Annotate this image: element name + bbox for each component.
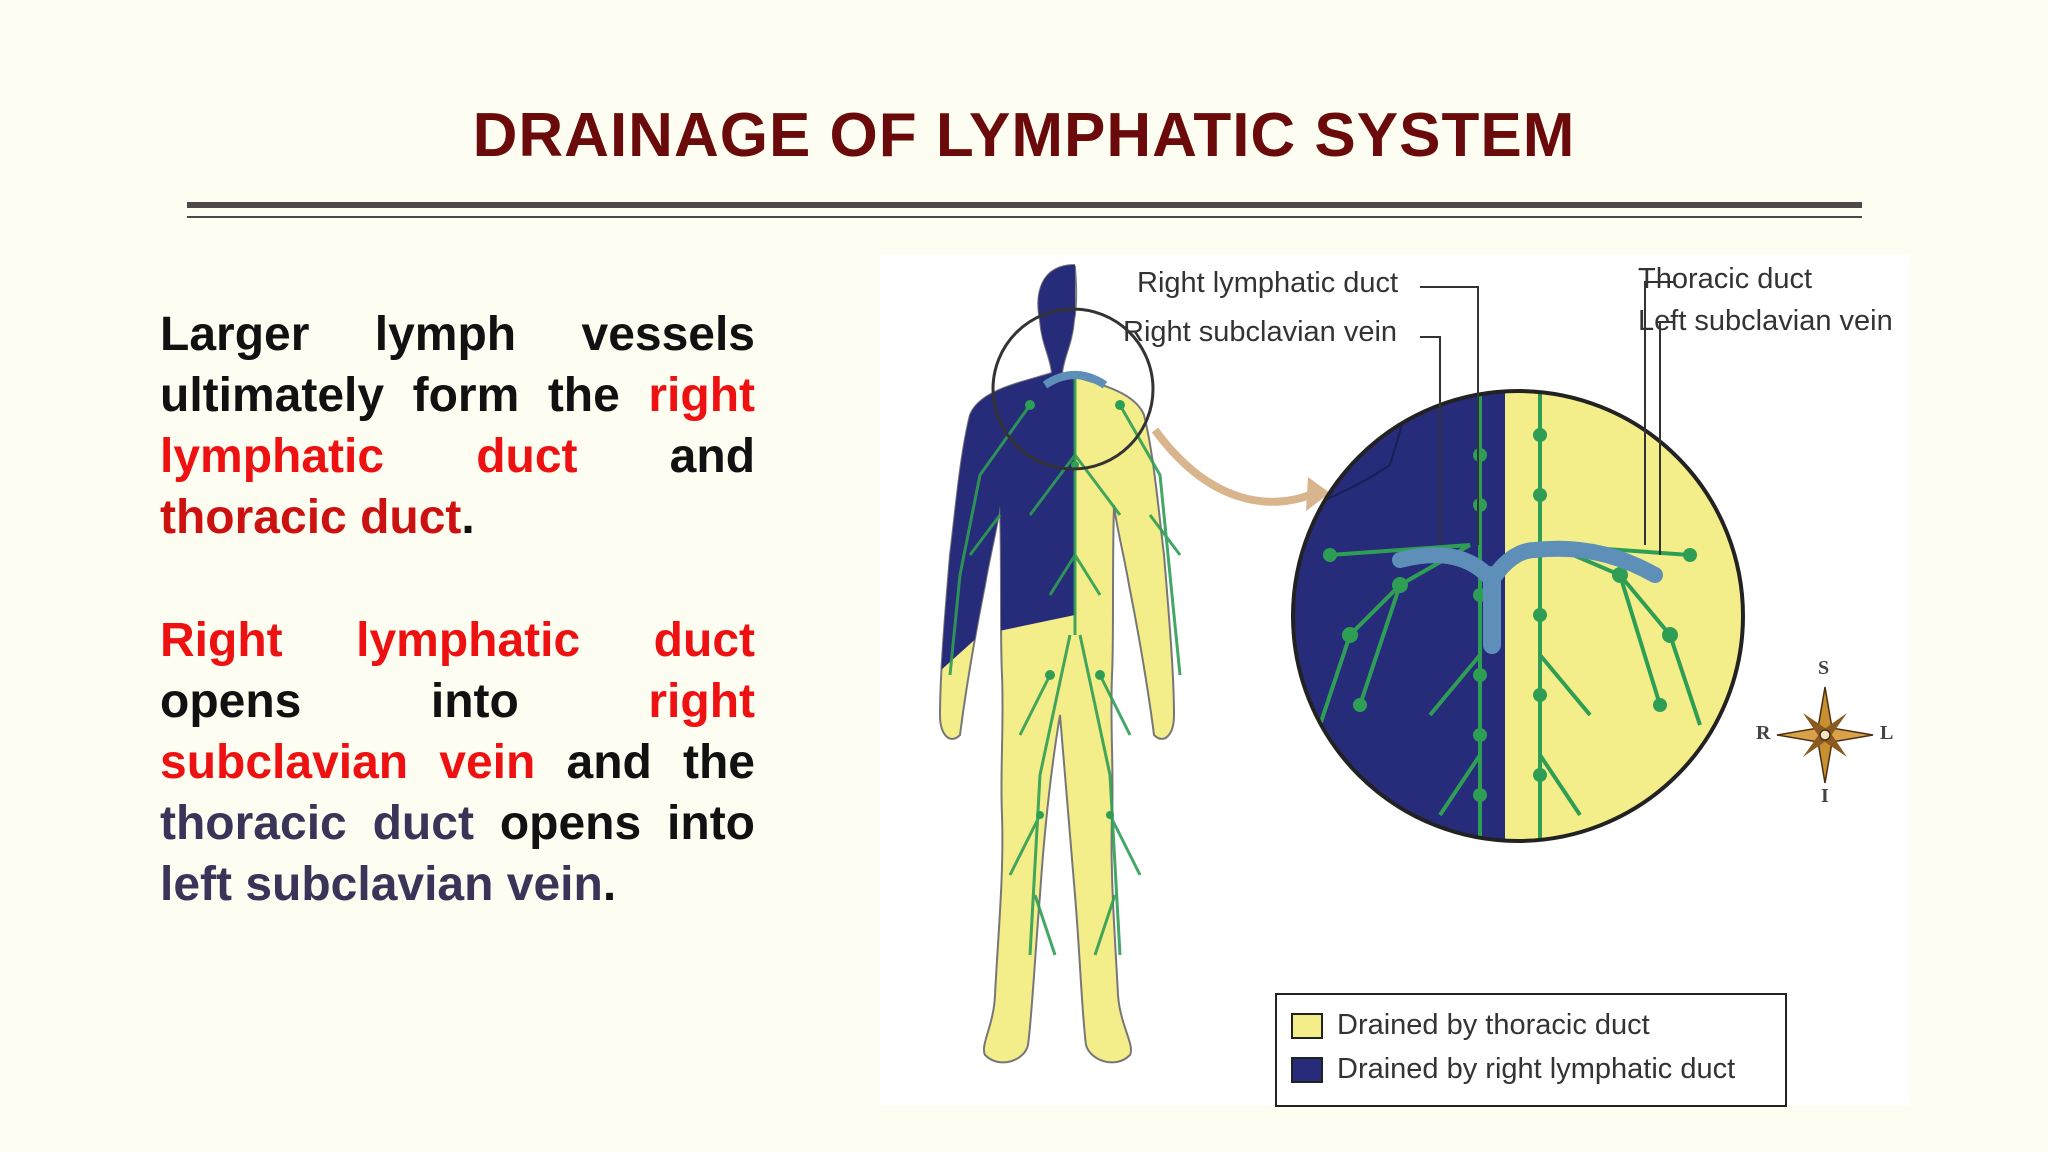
text-span: Larger lymph vessels ultimately form the	[160, 308, 755, 422]
magnified-view	[1291, 389, 1745, 843]
figure-legend: Drained by thoracic duct Drained by righ…	[1275, 993, 1787, 1107]
highlight-thoracic-duct: thoracic duct	[160, 797, 474, 850]
label-thoracic-duct: Thoracic duct	[1638, 263, 1813, 295]
label-right-lymphatic-duct: Right lymphatic duct	[1137, 267, 1399, 299]
compass-label-right: R	[1756, 722, 1771, 744]
title-divider-thin	[187, 216, 1862, 218]
text-span: .	[461, 491, 475, 544]
legend-label: Drained by thoracic duct	[1337, 1009, 1650, 1041]
slide-title: DRAINAGE OF LYMPHATIC SYSTEM	[472, 101, 1576, 170]
highlight-right-lymphatic-duct: Right lymphatic duct	[160, 614, 755, 667]
text-span: .	[602, 858, 617, 911]
highlight-thoracic-duct: thoracic duct	[160, 491, 462, 544]
lymphatic-drainage-figure: Right lymphatic duct Right subclavian ve…	[880, 255, 1910, 1107]
text-span: and the	[535, 736, 755, 789]
label-left-subclavian-vein: Left subclavian vein	[1638, 305, 1893, 337]
text-span: opens into	[160, 675, 649, 728]
paragraph-ducts: Larger lymph vessels ultimately form the…	[160, 304, 755, 548]
body-silhouette	[938, 264, 1182, 1064]
text-span: and	[577, 430, 756, 483]
zoom-arrow	[1151, 427, 1312, 506]
lymphatic-illustration	[938, 264, 1874, 1064]
highlight-left-subclavian-vein: left subclavian vein	[160, 858, 603, 911]
zoom-source-circle	[991, 307, 1155, 471]
legend-swatch-yellow	[1291, 1013, 1323, 1040]
compass-label-inferior: I	[1821, 785, 1829, 807]
legend-item-thoracic: Drained by thoracic duct	[1291, 1009, 1650, 1042]
legend-swatch-navy	[1291, 1057, 1323, 1084]
label-right-subclavian-vein: Right subclavian vein	[1123, 316, 1398, 348]
paragraph-openings: Right lymphatic duct opens into right su…	[160, 610, 755, 915]
legend-item-right-lymphatic: Drained by right lymphatic duct	[1291, 1053, 1735, 1086]
highlight-right-lymphatic-duct: right lymphatic duct	[160, 369, 755, 483]
body-text: Larger lymph vessels ultimately form the…	[160, 304, 755, 977]
compass-rose-icon	[1776, 686, 1874, 784]
compass-label-left: L	[1880, 722, 1894, 744]
compass-label-superior: S	[1818, 657, 1830, 679]
text-span: opens into	[473, 797, 756, 850]
title-divider-thick	[187, 202, 1862, 208]
legend-label: Drained by right lymphatic duct	[1337, 1053, 1736, 1085]
leader-lines	[1420, 281, 1675, 555]
highlight-right-subclavian-vein: right subclavian vein	[160, 675, 755, 789]
